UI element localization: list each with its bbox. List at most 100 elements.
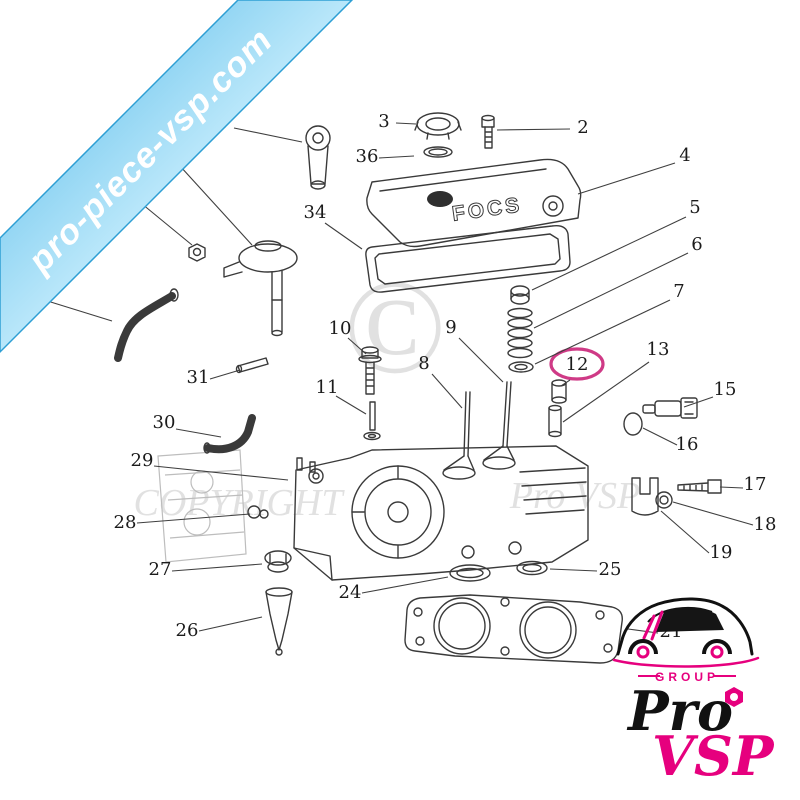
leader-line-7 bbox=[534, 299, 671, 365]
part-stud-washer bbox=[363, 401, 381, 441]
part-cover-bolt bbox=[481, 114, 495, 149]
leader-line-11 bbox=[335, 395, 367, 415]
callout-number-24: 24 bbox=[339, 582, 362, 603]
leader-line-35 bbox=[40, 298, 113, 322]
callout-number-6: 6 bbox=[691, 234, 702, 255]
part-cap-ring bbox=[423, 146, 453, 158]
leader-line-27 bbox=[171, 563, 263, 572]
part-valve-right bbox=[482, 381, 516, 470]
part-valve-cover: FOCS bbox=[366, 158, 582, 248]
valve-cover-lettering: FOCS bbox=[451, 193, 524, 226]
callout-number-18: 18 bbox=[754, 514, 777, 535]
leader-line-19 bbox=[660, 510, 710, 554]
callout-number-11: 11 bbox=[316, 377, 339, 398]
leader-line-25 bbox=[549, 568, 598, 572]
leader-line-5 bbox=[531, 216, 687, 291]
callout-number-8: 8 bbox=[418, 353, 429, 374]
leader-line-2 bbox=[496, 128, 571, 131]
callout-number-15: 15 bbox=[714, 379, 737, 400]
leader-line-33 bbox=[179, 165, 253, 246]
part-small-plug-28 bbox=[247, 505, 269, 519]
part-side-bolt bbox=[677, 479, 722, 494]
leader-line-28 bbox=[136, 513, 251, 524]
leader-line-36 bbox=[378, 155, 415, 159]
callout-number-9: 9 bbox=[445, 317, 456, 338]
part-cover-gasket bbox=[365, 224, 571, 293]
callout-number-2: 2 bbox=[577, 117, 588, 138]
callout-number-25: 25 bbox=[599, 559, 622, 580]
car-illustration bbox=[612, 597, 760, 668]
part-head-gasket bbox=[404, 594, 623, 664]
part-valve-left bbox=[442, 391, 476, 480]
highlight-ellipse-12 bbox=[549, 347, 605, 381]
leader-line-29 bbox=[153, 465, 289, 481]
leader-line-18 bbox=[672, 501, 754, 526]
leader-line-8 bbox=[431, 373, 463, 409]
part-guide-tube bbox=[548, 404, 562, 438]
callout-number-17: 17 bbox=[744, 474, 767, 495]
part-valve-seal bbox=[508, 361, 534, 373]
part-seal-ring bbox=[623, 412, 643, 436]
callout-number-28: 28 bbox=[114, 512, 137, 533]
part-injector bbox=[265, 587, 293, 656]
provsp-logo: GROUP Pro VSP bbox=[612, 597, 775, 788]
leader-line-12 bbox=[560, 379, 571, 387]
leader-line-13 bbox=[562, 361, 650, 423]
leader-line-9 bbox=[458, 337, 504, 383]
watermark-copyright-text: COPYRIGHT bbox=[133, 482, 345, 524]
hex-nut-icon bbox=[725, 687, 743, 707]
part-valve-spring bbox=[507, 307, 533, 359]
callout-number-29: 29 bbox=[131, 450, 154, 471]
leader-line-3 bbox=[395, 122, 417, 125]
leader-line-31 bbox=[209, 369, 241, 380]
part-cap-27 bbox=[264, 550, 292, 573]
parts-artwork: FOCS bbox=[114, 112, 722, 664]
leader-line-4 bbox=[577, 162, 676, 195]
logo-pro-text: Pro bbox=[626, 679, 733, 743]
logo-vsp-text: VSP bbox=[652, 724, 775, 788]
leader-line-26 bbox=[198, 616, 263, 632]
banner-site-name: pro-piece-vsp.com bbox=[20, 21, 280, 281]
part-cylinder-head bbox=[293, 445, 589, 581]
callout-number-13: 13 bbox=[647, 339, 670, 360]
callout-number-16: 16 bbox=[676, 434, 699, 455]
leader-line-17 bbox=[719, 486, 744, 489]
callout-number-34: 34 bbox=[304, 202, 327, 223]
callout-number-19: 19 bbox=[710, 542, 733, 563]
leader-line-1 bbox=[233, 127, 303, 143]
part-fork-bracket bbox=[631, 477, 659, 516]
leader-line-16 bbox=[642, 427, 678, 446]
callout-number-31: 31 bbox=[187, 367, 210, 388]
leader-line-10 bbox=[347, 337, 367, 355]
callout-number-36: 36 bbox=[356, 146, 379, 167]
callout-number-30: 30 bbox=[153, 412, 176, 433]
callout-number-4: 4 bbox=[679, 145, 690, 166]
callout-number-12: 12 bbox=[566, 354, 589, 375]
callout-number-26: 26 bbox=[176, 620, 199, 641]
part-small-pipe bbox=[235, 357, 269, 374]
part-breather bbox=[223, 240, 298, 337]
part-valve-cap bbox=[510, 285, 530, 305]
callout-number-10: 10 bbox=[329, 318, 352, 339]
part-sensor bbox=[642, 397, 698, 419]
leader-line-30 bbox=[175, 428, 222, 438]
part-elbow-pipe bbox=[203, 414, 256, 454]
watermark-copyright-symbol: © bbox=[342, 253, 445, 402]
leader-line-24 bbox=[361, 576, 449, 594]
watermark: © COPYRIGHT Pro VSP bbox=[133, 253, 640, 524]
callouts-layer: 1234567891011121315161718192124252627282… bbox=[16, 111, 777, 642]
part-breather-hose bbox=[114, 288, 179, 362]
leader-line-15 bbox=[683, 396, 714, 408]
banner-ribbon bbox=[0, 0, 354, 354]
callout-number-3: 3 bbox=[378, 111, 389, 132]
part-side-washer bbox=[655, 491, 673, 509]
logo-group-label: GROUP bbox=[655, 670, 719, 684]
callout-number-27: 27 bbox=[149, 559, 172, 580]
callout-number-5: 5 bbox=[689, 197, 700, 218]
leader-line-34 bbox=[324, 222, 363, 250]
callout-number-7: 7 bbox=[673, 281, 684, 302]
part-oil-filler-cap bbox=[414, 112, 462, 158]
part-seal-24 bbox=[449, 564, 491, 582]
part-lifting-bracket bbox=[305, 125, 331, 190]
